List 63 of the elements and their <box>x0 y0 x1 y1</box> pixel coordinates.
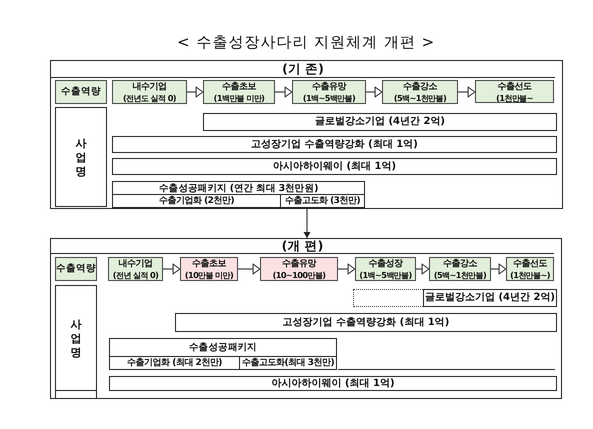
program-bar: 고성장기업 수출역량강화 (최대 1억) <box>112 136 557 153</box>
stage-name: 수출선도 <box>513 259 547 270</box>
stage-name: 내수기업 <box>132 82 166 92</box>
arrow <box>304 208 310 238</box>
program-bar: 아시아하이웨이 (최대 1억) <box>109 376 557 391</box>
arrow <box>238 264 260 274</box>
stage-box <box>260 257 338 281</box>
arrow <box>186 86 204 98</box>
stage-box <box>475 80 554 103</box>
stage-range: (1천만불~ <box>496 92 533 103</box>
arrow <box>338 264 356 274</box>
stage-range: (1백~5백만불) <box>359 270 412 280</box>
stage-range: (전년도 실적 0) <box>123 92 176 103</box>
arrow <box>490 264 506 274</box>
program-bar: 글로벌강소기업 (4년간 2억) <box>423 289 557 307</box>
stage-range: (1백만불 미만) <box>214 92 264 103</box>
stage-box <box>112 80 187 104</box>
stage-name: 수출초보 <box>192 259 226 270</box>
stage-range: (5백~1천만불) <box>394 92 446 103</box>
arrow <box>366 86 382 98</box>
program-table <box>112 181 365 208</box>
stage-name: 내수기업 <box>118 259 152 270</box>
stage-box <box>355 257 416 281</box>
stage-box <box>180 257 238 281</box>
row-header-cell: 수출역량 <box>55 80 107 104</box>
stage-name: 수출초보 <box>222 82 256 92</box>
stage-name: 수출유망 <box>282 259 316 270</box>
stage-range: (10만불 미만) <box>184 270 234 280</box>
program-bar: 고성장기업 수출역량강화 (최대 1억) <box>175 313 557 332</box>
stage-box <box>382 80 458 104</box>
stage-box <box>506 257 554 281</box>
stage-name: 수출강소 <box>443 259 477 270</box>
stage-name: 수출유망 <box>312 82 346 92</box>
program-title: 수출성공패키지 <box>189 341 257 355</box>
program-bar: 아시아하이웨이 (최대 1억) <box>112 158 557 175</box>
stage-box <box>108 257 163 281</box>
arrow <box>458 86 476 98</box>
stage-name: 수출선도 <box>498 82 532 92</box>
arrow <box>274 86 292 98</box>
stage-name: 수출성장 <box>368 259 402 270</box>
table-panel <box>50 238 562 399</box>
stage-range: (5백~1천만불) <box>434 270 486 280</box>
panel-heading: (기 존) <box>51 61 555 78</box>
program-bar: 글로벌강소기업 (4년간 2억) <box>203 113 557 131</box>
arrow <box>416 264 430 274</box>
title: < 수출성장사다리 지원체계 개편 > <box>177 33 436 51</box>
row-header-cell: 사 업 명 <box>55 285 97 391</box>
stage-box <box>429 257 491 281</box>
stage-box <box>203 80 275 104</box>
stage-range: (1천만불~) <box>510 270 550 280</box>
stage-range: (10~100만불) <box>272 270 326 280</box>
stage-range: (전년 실적 0) <box>112 270 158 280</box>
table-panel <box>50 60 563 209</box>
arrow <box>162 264 180 274</box>
stage-range: (1백~5백만불) <box>302 92 356 103</box>
stage-name: 수출강소 <box>403 82 437 92</box>
stage-box <box>292 80 366 104</box>
panel-heading: (개 편) <box>51 239 554 254</box>
program-title: 수출성공패키지 (연간 최대 3천만원) <box>158 182 318 195</box>
program-table <box>109 338 337 370</box>
row-header-cell: 수출역량 <box>55 257 97 281</box>
row-header-cell: 사 업 명 <box>55 107 107 207</box>
dotted-box <box>353 289 423 307</box>
